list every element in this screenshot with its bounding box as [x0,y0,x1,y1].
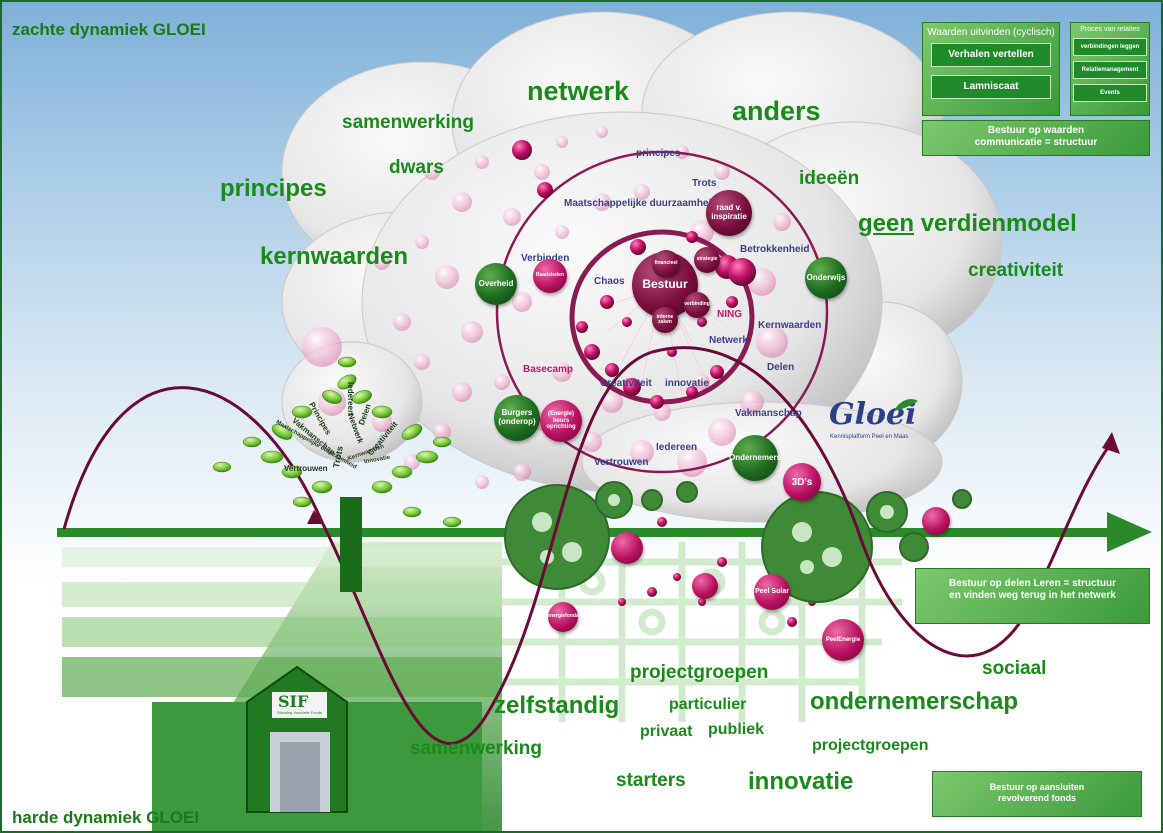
inner-ning: NING [717,309,742,320]
word-starters: starters [616,770,686,791]
gloei-tagline: Kennisplatform Peel en Maas [830,434,909,440]
word-sociaal: sociaal [982,658,1047,679]
cog-holes [532,494,894,574]
inner-verbinden: Verbinden [521,253,569,264]
node-raadsleden: Raadsleden [533,259,567,293]
word-creativiteit: creativiteit [968,260,1064,281]
inner-vertrouwen: Vertrouwen [594,457,649,468]
node-orb-gear [611,532,643,564]
gloei-leaf-icon [894,399,918,411]
wave-arrowhead-left [307,510,324,524]
word-ideeen: ideeën [799,168,860,189]
inner-kernwaarden: Kernwaarden [758,320,822,331]
inner-creativiteit: Creativiteit [600,378,652,389]
node-burgers: Burgers (onderop) [494,395,540,441]
word-particulier: particulier [669,696,747,713]
node-financieel: financieel [652,250,680,278]
inner-maatschappelijke: Maatschappelijke duurzaamheid [564,198,718,209]
tree [212,356,462,592]
node-3ds: 3D's [783,463,821,501]
word-innovatie: innovatie [748,768,854,795]
word-principes: principes [220,175,327,202]
sif-logo: SIF [278,692,309,711]
tree-word-iedereen: Iedereen [345,382,355,415]
tree-word-vertrouwen: Vertrouwen [284,464,328,473]
btn-relatiemanagement[interactable]: Relatiemanagement [1073,60,1147,79]
box-bestuur-op-waarden: Bestuur op waarden communicatie = struct… [922,120,1150,156]
node-ondernemers: Ondernemers [729,435,781,481]
node-raad: raad v. inspiratie [706,190,752,236]
node-peelenergie: PeelEnergie [822,619,864,661]
node-orb-right [922,507,950,535]
word-dwars: dwars [389,157,444,178]
word-samenwerking-bottom: samenwerking [410,738,542,759]
corner-top-label: zachte dynamiek GLOEI [12,20,206,39]
word-anders: anders [732,96,821,126]
node-onderwijs: Onderwijs [805,257,847,299]
word-publiek: publiek [708,721,765,738]
word-privaat: privaat [640,723,693,740]
node-peel-solar: Peel Solar [754,574,790,610]
sif-sub: Stichting Innovatie Fonds [277,710,322,715]
node-orb-small [692,573,718,599]
green-ground [62,542,502,831]
inner-vakmanschap: Vakmanschap [735,408,802,419]
word-projectgroepen-1: projectgroepen [630,662,769,683]
sif-gate [246,665,348,813]
node-energiefonds: energiefonds [547,602,579,632]
inner-betrokkenheid: Betrokkenheid [740,244,810,255]
box-bestuur-op-delen: Bestuur op delen Leren = structuur en vi… [915,568,1150,624]
lemniscate-wave [62,346,1114,745]
box-proces-title: Proces van relaties [1080,26,1140,33]
node-strategie: strategie [694,247,720,273]
node-beurs: (Energie) beurs oprichting [540,400,582,442]
inner-principes: principes [636,148,681,159]
word-projectgroepen-2: projectgroepen [812,737,929,754]
inner-trots: Trots [692,178,717,189]
btn-verbindingen-leggen[interactable]: verbindingen leggen [1073,37,1147,56]
inner-chaos: Chaos [594,276,625,287]
btn-verhalen-vertellen[interactable]: Verhalen vertellen [931,43,1051,67]
node-interne-zaken: interne zaken [652,307,678,333]
word-verdienmodel: verdienmodel [920,210,1077,237]
btn-events[interactable]: Events [1073,83,1147,102]
box-bestuur-op-aansluiten: Bestuur op aansluiten revolverend fonds [932,771,1142,817]
inner-iedereen: Iedereen [656,442,698,453]
word-netwerk: netwerk [527,76,630,106]
node-overheid: Overheid [475,263,517,305]
box-waarden-uitvinden: Waarden uitvinden (cyclisch) Verhalen ve… [922,22,1060,116]
inner-basecamp: Basecamp [523,364,574,375]
box-waarden-title: Waarden uitvinden (cyclisch) [927,27,1055,38]
box-proces-van-relaties: Proces van relaties verbindingen leggen … [1070,22,1150,116]
wave-arrowhead [1102,432,1120,454]
inner-innovatie: innovatie [665,378,709,389]
word-samenwerking-top: samenwerking [342,112,474,133]
inner-netwerk: Netwerk [709,335,748,346]
corner-bottom-label: harde dynamiek GLOEI [12,808,200,827]
inner-delen: Delen [767,362,795,373]
btn-lamniscaat[interactable]: Lamniscaat [931,75,1051,99]
magenta-orbs [512,140,816,627]
word-zelfstandig: zelfstandig [494,692,620,719]
node-verbinding: verbinding [684,292,710,318]
word-geen-verdienmodel: geen verdienmodel [858,210,1077,238]
word-geen: geen [858,210,915,237]
word-kernwaarden: kernwaarden [260,243,409,270]
cogwheels [504,481,972,603]
word-ondernemerschap: ondernemerschap [810,688,1019,715]
